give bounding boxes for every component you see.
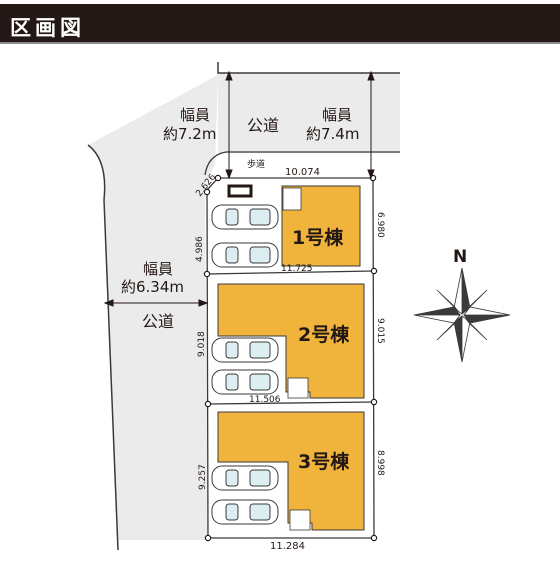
compass-icon	[413, 267, 511, 363]
house-1	[281, 185, 361, 267]
cars	[211, 204, 279, 525]
steps-3	[289, 509, 311, 531]
dim-lot3-south: 11.284	[270, 541, 305, 552]
header: 区画図	[0, 0, 560, 44]
north-road-name: 公道	[247, 116, 279, 135]
dim-lot1-west: 4.986	[195, 236, 205, 262]
north-road	[218, 73, 400, 153]
dim-lot1-east: 6.980	[375, 212, 385, 238]
sidewalk-edge	[204, 151, 400, 176]
width-arrows	[103, 70, 375, 307]
steps-1	[282, 187, 302, 211]
lot-line-2-3	[207, 401, 375, 405]
car-3a	[211, 465, 279, 491]
dim-north-frontage: 10.074	[285, 167, 320, 178]
north-road-width-right-line2: 約7.4m	[306, 125, 359, 143]
dim-lot2-south: 11.506	[249, 395, 281, 405]
dim-lot2-west: 9.018	[197, 331, 207, 357]
north-road-width-left-line2: 約7.2m	[163, 125, 216, 143]
dim-lot1-south: 11.725	[281, 264, 313, 274]
north-road-edge	[217, 62, 400, 74]
car-1b	[211, 242, 279, 268]
west-road	[88, 75, 218, 540]
header-divider	[0, 42, 560, 44]
boundary-markers	[203, 174, 378, 542]
west-road-width-line1: 幅員	[143, 260, 173, 278]
lot-3-label: 3号棟	[298, 450, 350, 473]
lot-2-label: 2号棟	[298, 323, 350, 346]
page-title: 区画図	[10, 15, 85, 40]
sidewalk-label: 歩道	[247, 158, 265, 170]
steps-2	[287, 377, 309, 399]
car-2a	[211, 337, 279, 363]
header-bar: 区画図	[0, 4, 560, 42]
west-road-name: 公道	[142, 312, 174, 331]
north-road-width-right-line1: 幅員	[322, 106, 352, 124]
house-2	[217, 283, 365, 399]
west-road-width-line2: 約6.34m	[121, 278, 184, 296]
west-road-edge	[87, 144, 119, 551]
car-2b	[211, 369, 279, 395]
dim-lot2-east: 9.015	[375, 318, 385, 344]
lot-line-1-2	[206, 270, 375, 275]
car-3b	[211, 499, 279, 525]
dim-lot3-east: 8.998	[375, 450, 385, 476]
north-road-width-left-line1: 幅員	[180, 106, 210, 124]
house-3	[217, 411, 365, 531]
site-plan-diagram: 幅員 約7.2m 公道 幅員 約7.4m 歩道 幅員 約6.34m 公道 10.…	[87, 62, 511, 552]
gate-mark	[227, 184, 253, 198]
lot-1-label: 1号棟	[292, 226, 344, 249]
dim-lot3-west: 9.257	[198, 464, 208, 490]
compass-north-label: N	[453, 247, 467, 267]
car-1a	[211, 204, 279, 230]
